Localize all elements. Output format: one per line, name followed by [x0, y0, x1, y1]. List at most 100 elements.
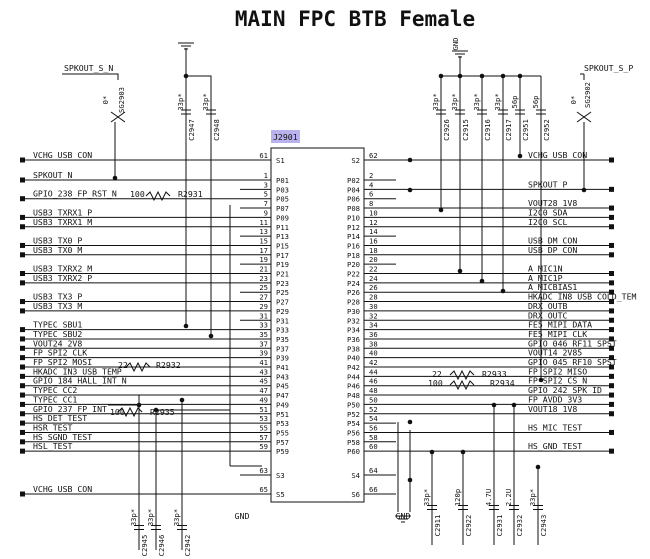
- right-pin-number: 64: [369, 466, 378, 475]
- left-port-marker: [20, 439, 25, 445]
- left-port-marker: [20, 327, 25, 333]
- right-pin-name: P38: [347, 344, 360, 353]
- right-pin-number: 2: [369, 171, 373, 180]
- left-pin-number: 53: [259, 414, 268, 423]
- capacitor-value: 33p*: [450, 93, 459, 110]
- left-net-label: USB3_TXRX1_M: [33, 217, 92, 227]
- left-pin-name: P49: [276, 400, 289, 409]
- right-port-marker: [609, 299, 614, 305]
- capacitor-refdes: C2946: [157, 535, 166, 557]
- right-port-marker: [609, 280, 614, 286]
- resistor-r2933-refdes: R2933: [482, 369, 507, 379]
- left-net-label: USB3_TXRX2_P: [33, 273, 92, 283]
- right-port-marker: [609, 205, 614, 211]
- right-pin-name: P12: [347, 223, 360, 232]
- right-pin-number: 28: [369, 293, 378, 302]
- gnd-label-top-right: GND: [451, 38, 460, 51]
- left-pin-name: P11: [276, 223, 289, 232]
- left-pin-name: P25: [276, 288, 289, 297]
- left-pin-name: S3: [276, 471, 285, 480]
- right-pin-name: S4: [351, 471, 360, 480]
- left-net-label: VCHG_USB_CON: [33, 484, 92, 494]
- left-port-marker: [20, 336, 25, 342]
- right-port-marker: [609, 373, 614, 379]
- left-pin-number: 21: [259, 265, 268, 274]
- capacitor-refdes: C2926: [442, 119, 451, 141]
- left-net-label: FP_SPI2_MOSI: [33, 357, 92, 367]
- left-port-marker: [20, 271, 25, 276]
- right-port-marker: [609, 383, 614, 389]
- left-pin-name: S5: [276, 490, 285, 499]
- right-pin-number: 60: [369, 442, 378, 451]
- left-port-marker: [20, 308, 25, 314]
- left-pin-number: 55: [259, 423, 268, 432]
- left-pin-number: 63: [259, 466, 268, 475]
- spark-gap-right-value: 0*: [569, 96, 578, 105]
- left-pin-name: P13: [276, 232, 289, 241]
- left-pin-number: 13: [259, 227, 268, 236]
- right-pin-name: P52: [347, 410, 360, 419]
- resistor-r2934-refdes: R2934: [490, 378, 515, 388]
- left-net-label: TYPEC_SBU1: [33, 320, 82, 330]
- right-net-label: DRX_OUTC: [528, 310, 568, 320]
- right-port-marker: [609, 448, 614, 454]
- left-pin-number: 29: [259, 302, 268, 311]
- resistor-r2935-value: 100: [110, 407, 125, 417]
- left-net-label: USB3_TX0_M: [33, 245, 82, 255]
- right-pin-number: 44: [369, 367, 378, 376]
- gnd-label-left: GND: [235, 511, 250, 521]
- left-net-label: GPIO_184_HALL_INT_N: [33, 376, 127, 386]
- capacitor-value: 33p*: [146, 509, 155, 526]
- left-net-label: USB3_TX0_P: [33, 235, 82, 245]
- left-net-label: USB3_TXRX1_P: [33, 207, 92, 217]
- right-pin-number: 58: [369, 433, 378, 442]
- capacitor-value: 33p*: [528, 489, 537, 506]
- right-pin-name: P32: [347, 316, 360, 325]
- right-port-marker: [609, 157, 614, 163]
- capacitor-refdes: C2931: [495, 515, 504, 537]
- right-pin-number: 4: [369, 180, 373, 189]
- resistor-r2931-refdes: R2931: [178, 189, 203, 199]
- wiring: [62, 42, 592, 523]
- right-pin-name: P60: [347, 447, 360, 456]
- capacitor-refdes: C2911: [433, 515, 442, 537]
- right-net-label: FE5_MIPI_DATA: [528, 320, 592, 330]
- right-port-marker: [609, 252, 614, 258]
- right-pin-number: 22: [369, 265, 378, 274]
- capacitor-refdes: C2922: [464, 515, 473, 537]
- right-pin-number: 26: [369, 283, 378, 292]
- left-pin-name: P41: [276, 363, 289, 372]
- left-net-label: HSR_TEST: [33, 422, 73, 432]
- spkout-s-n-label: SPKOUT_S_N: [64, 63, 113, 73]
- right-pin-name: P10: [347, 213, 360, 222]
- right-pin-number: 46: [369, 377, 378, 386]
- right-pin-name: S2: [351, 156, 360, 165]
- left-port-marker: [20, 214, 25, 220]
- right-pin-number: 32: [369, 311, 378, 320]
- capacitor-refdes: C2952: [542, 119, 551, 141]
- capacitor-value: 33p*: [422, 489, 431, 506]
- left-pin-number: 57: [259, 433, 268, 442]
- left-pin-name: P43: [276, 372, 289, 381]
- capacitor-value: 33p*: [431, 93, 440, 110]
- right-net-label: A_MIC1P: [528, 273, 563, 283]
- capacitor-refdes: C2915: [461, 119, 470, 141]
- left-pin-name: P15: [276, 241, 289, 250]
- right-pin-number: 16: [369, 236, 378, 245]
- left-pin-number: 51: [259, 405, 268, 414]
- right-net-label: VCHG_USB_CON: [528, 150, 587, 160]
- connector-refdes: J2901: [273, 132, 298, 142]
- right-net-label: A_MICBIAS1: [528, 282, 577, 292]
- capacitor-value: 56p: [531, 96, 540, 109]
- resistor-r2933-value: 22: [432, 369, 442, 379]
- left-pin-name: P57: [276, 438, 289, 447]
- right-pin-name: P40: [347, 354, 360, 363]
- left-pin-number: 65: [259, 485, 268, 494]
- left-pin-name: P59: [276, 447, 289, 456]
- left-pin-name: P03: [276, 185, 289, 194]
- left-pin-number: 15: [259, 236, 268, 245]
- left-net-label: HS_DET_TEST: [33, 413, 87, 423]
- left-port-marker: [20, 491, 25, 497]
